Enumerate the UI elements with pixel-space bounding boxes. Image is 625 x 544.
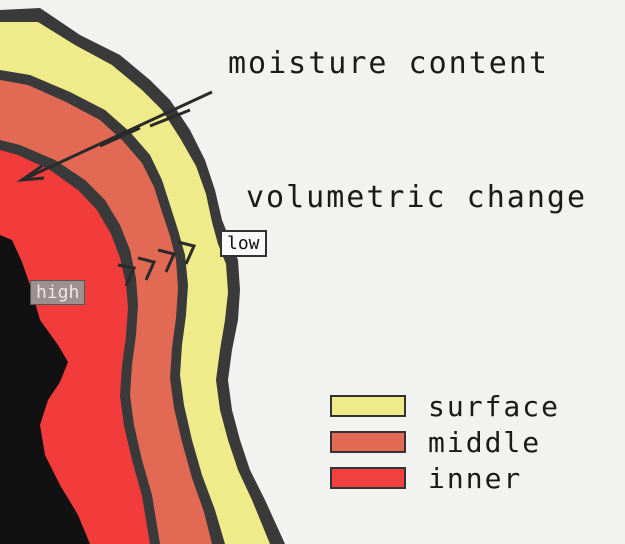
high-tag: high: [30, 280, 85, 305]
volumetric-change-label: volumetric change: [246, 180, 587, 215]
legend-label-inner: inner: [428, 462, 522, 495]
legend: surface middle inner: [330, 388, 560, 496]
legend-swatch-surface: [330, 395, 406, 417]
moisture-content-label: moisture content: [228, 46, 549, 81]
legend-item-middle: middle: [330, 424, 560, 460]
legend-item-surface: surface: [330, 388, 560, 424]
legend-label-surface: surface: [428, 390, 560, 423]
legend-item-inner: inner: [330, 460, 560, 496]
legend-swatch-middle: [330, 431, 406, 453]
legend-label-middle: middle: [428, 426, 541, 459]
legend-swatch-inner: [330, 467, 406, 489]
low-tag: low: [220, 230, 267, 257]
